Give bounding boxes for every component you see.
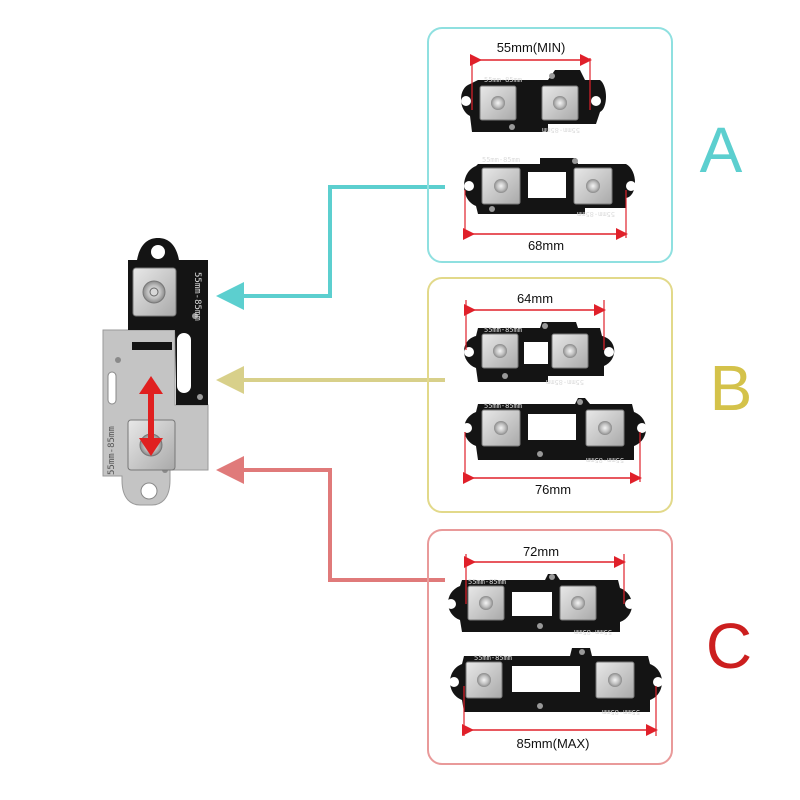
panel-c-frame <box>427 529 673 765</box>
adjust-arrow-icon <box>139 376 163 456</box>
bracket-b-bottom: 55mm-85mm 55mm-85mm <box>462 398 647 464</box>
dimension-c-bottom: 85mm(MAX) <box>462 686 658 751</box>
engraving-text: 55mm-85mm <box>542 126 580 134</box>
config-letter-b: B <box>710 352 753 424</box>
arrow-a-icon <box>216 282 244 310</box>
config-letter-c: C <box>706 610 752 682</box>
dimension-a-bottom: 68mm <box>463 190 628 253</box>
panel-b-frame <box>427 277 673 513</box>
dimension-c-top: 72mm <box>464 544 626 604</box>
engraving-text: 55mm-85mm <box>484 326 522 334</box>
dimension-label: 55mm(MIN) <box>497 40 566 55</box>
black-plate-engraving: 55mm-85mm <box>192 272 202 321</box>
connector-b <box>216 366 445 394</box>
dimension-a-top: 55mm(MIN) <box>470 40 592 110</box>
bracket-c-top: 55mm-85mm 55mm-85mm <box>446 574 635 636</box>
panel-a: 55mm-85mm 55mm-85mm 55mm-85mm 55mm-85mm … <box>461 40 636 253</box>
connector-a <box>216 185 445 310</box>
engraving-text: 55mm-85mm <box>484 76 522 84</box>
engraving-text: 55mm-85mm <box>484 402 522 410</box>
panel-a-frame <box>427 27 673 263</box>
arrow-c-icon <box>216 456 244 484</box>
dimension-b-top: 64mm <box>464 291 606 350</box>
engraving-text: 55mm-85mm <box>602 708 640 716</box>
engraving-text: 55mm-85mm <box>474 654 512 662</box>
panel-b: 55mm-85mm 55mm-85mm 55mm-85mm 55mm-85mm … <box>462 291 647 497</box>
engraving-text: 55mm-85mm <box>586 456 624 464</box>
engraving-text: 55mm-85mm <box>468 578 506 586</box>
dimension-label: 76mm <box>535 482 571 497</box>
panel-c: 55mm-85mm 55mm-85mm 55mm-85mm 55mm-85mm … <box>446 544 663 751</box>
dimension-label: 64mm <box>517 291 553 306</box>
config-letter-a: A <box>700 114 743 186</box>
main-bracket: 55mm-85mm 55mm-85mm <box>102 238 209 506</box>
engraving-text: 55mm-85mm <box>574 628 612 636</box>
bracket-c-bottom: 55mm-85mm 55mm-85mm <box>449 648 663 716</box>
silver-plate-engraving: 55mm-85mm <box>107 426 117 475</box>
engraving-text: 55mm-85mm <box>482 156 520 164</box>
engraving-text: 55mm-85mm <box>577 210 615 218</box>
dimension-label: 72mm <box>523 544 559 559</box>
dimension-label: 85mm(MAX) <box>517 736 590 751</box>
dimension-label: 68mm <box>528 238 564 253</box>
connector-c <box>216 456 445 582</box>
bracket-a-top: 55mm-85mm 55mm-85mm <box>461 70 606 134</box>
bracket-a-bottom: 55mm-85mm 55mm-85mm <box>464 156 636 218</box>
bracket-b-top: 55mm-85mm 55mm-85mm <box>464 322 615 386</box>
engraving-text: 55mm-85mm <box>546 378 584 386</box>
dimension-b-bottom: 76mm <box>463 432 642 497</box>
arrow-b-icon <box>216 366 244 394</box>
